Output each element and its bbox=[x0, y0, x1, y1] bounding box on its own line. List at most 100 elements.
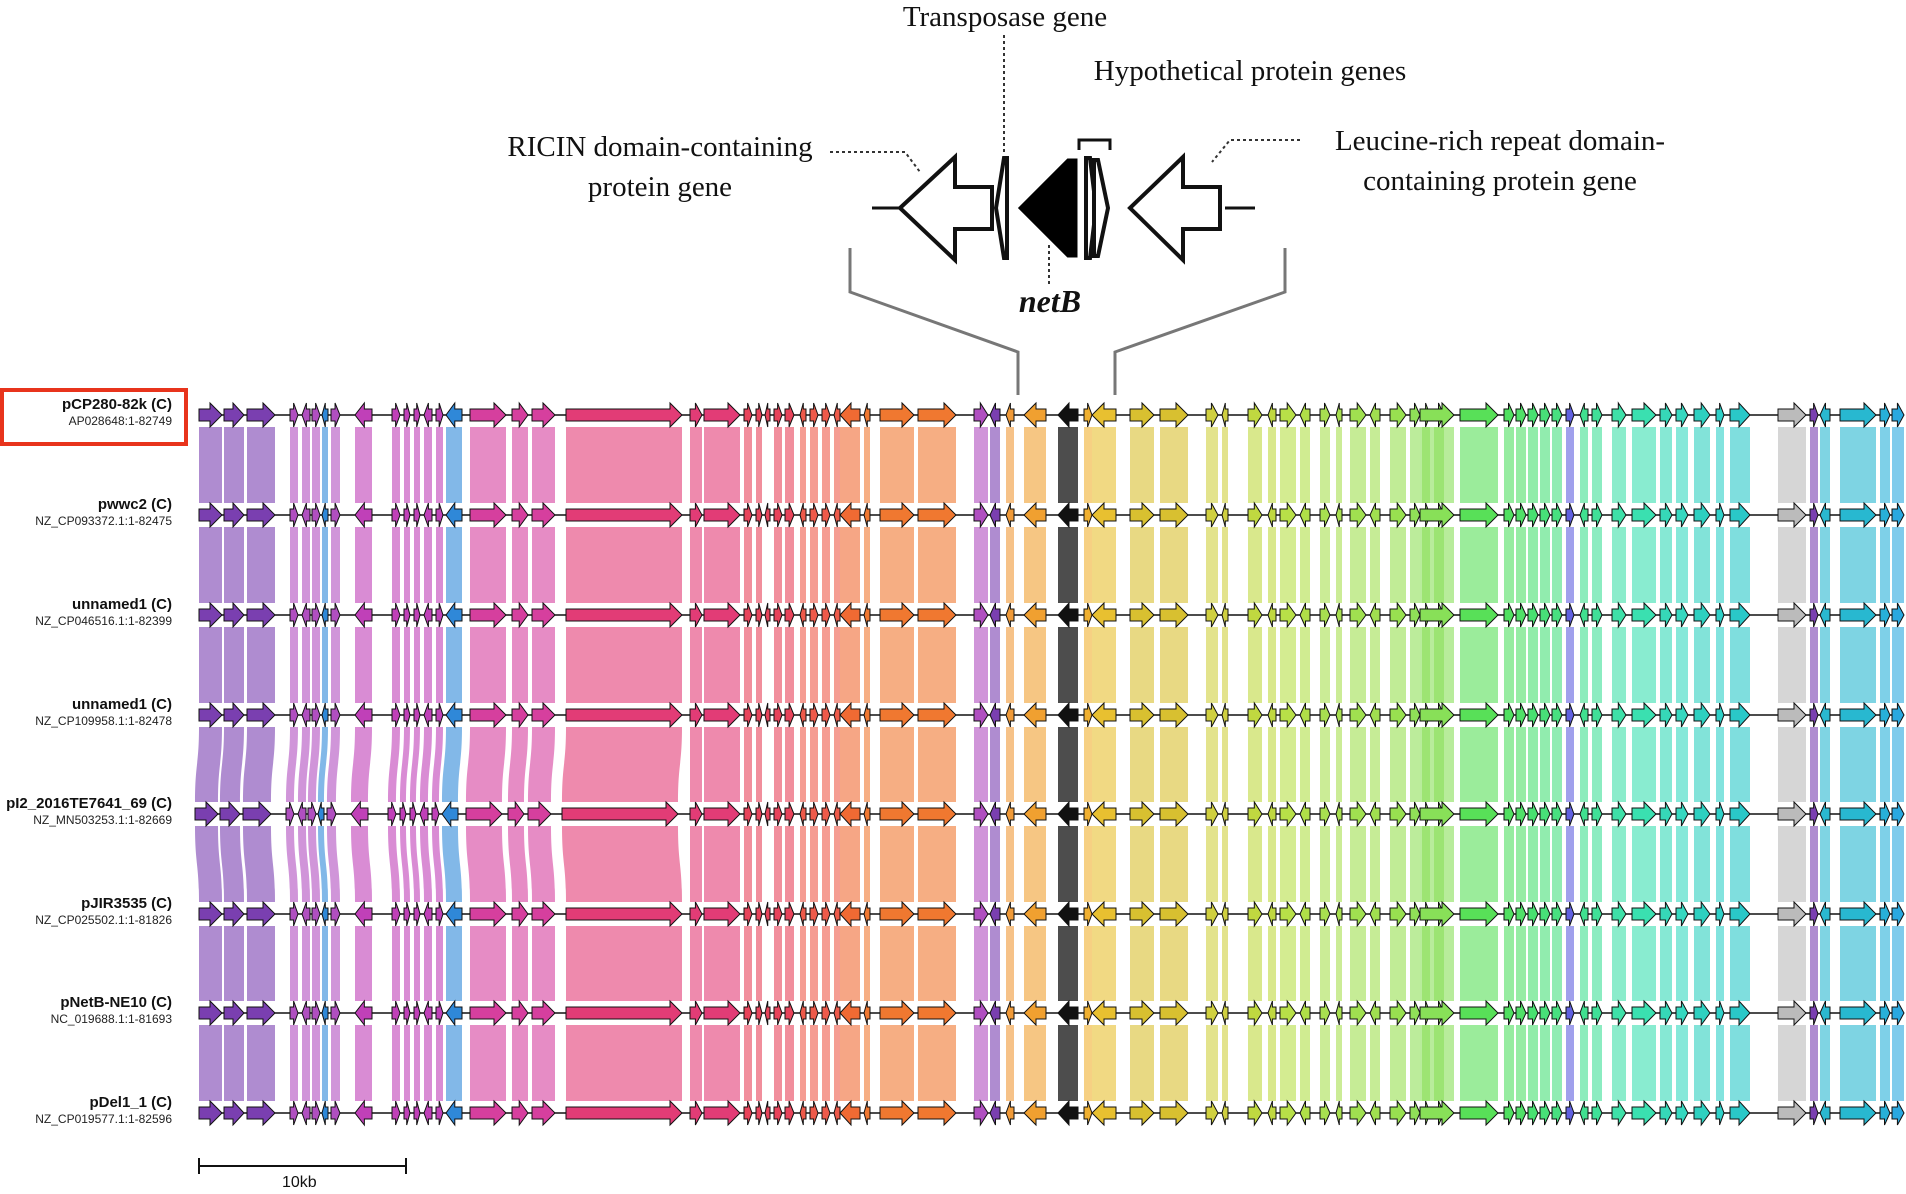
netb-label: netB bbox=[1018, 283, 1082, 319]
gene-arrow bbox=[1879, 402, 1891, 428]
gene-arrow bbox=[246, 999, 276, 1027]
gene-arrow bbox=[689, 1100, 703, 1126]
gene-arrow bbox=[1129, 701, 1155, 729]
homology-band bbox=[566, 1025, 682, 1101]
gene-arrow bbox=[1267, 502, 1277, 528]
homology-band bbox=[744, 1025, 752, 1101]
gene-arrow bbox=[1527, 702, 1539, 728]
homology-band bbox=[1370, 427, 1380, 503]
transposase-label: Transposase gene bbox=[902, 1, 1108, 33]
gene-arrow bbox=[1419, 401, 1455, 429]
homology-band bbox=[1160, 1025, 1188, 1101]
homology-band bbox=[432, 727, 443, 802]
gene-arrow bbox=[223, 701, 245, 729]
gene-arrow bbox=[1083, 602, 1093, 628]
gene-arrow bbox=[321, 602, 329, 628]
homology-band bbox=[308, 826, 320, 902]
gene-arrow bbox=[1891, 602, 1905, 628]
gene-arrow bbox=[311, 901, 321, 927]
gene-arrow bbox=[219, 800, 241, 828]
gene-arrow bbox=[469, 701, 507, 729]
homology-band bbox=[704, 727, 740, 802]
gene-arrow bbox=[1611, 800, 1627, 828]
homology-band bbox=[1820, 527, 1830, 603]
sequence-label-4: unnamed1 (C)NZ_CP109958.1:1-82478 bbox=[35, 696, 172, 728]
gene-arrow bbox=[1369, 901, 1381, 927]
gene-arrow bbox=[973, 900, 989, 928]
homology-band bbox=[247, 627, 275, 703]
gene-arrow bbox=[1631, 800, 1657, 828]
homology-band bbox=[1320, 1025, 1330, 1101]
gene-arrow bbox=[285, 801, 295, 827]
zoom-bracket-right bbox=[1113, 248, 1287, 395]
gene-arrow bbox=[1129, 999, 1155, 1027]
gene-arrow bbox=[246, 900, 276, 928]
homology-band bbox=[974, 427, 988, 503]
homology-band bbox=[785, 826, 794, 902]
homology-band bbox=[690, 1025, 702, 1101]
homology-band bbox=[1222, 727, 1228, 802]
gene-arrow bbox=[469, 601, 507, 629]
gene-arrow bbox=[1539, 502, 1551, 528]
homology-band bbox=[312, 527, 320, 603]
homology-band bbox=[290, 926, 298, 1001]
gene-arrow bbox=[1159, 601, 1189, 629]
homology-band bbox=[355, 527, 372, 603]
homology-band bbox=[744, 427, 752, 503]
gene-arrow bbox=[289, 602, 299, 628]
gene-arrow bbox=[784, 402, 795, 428]
homology-band bbox=[566, 427, 682, 503]
gene-arrow bbox=[1611, 701, 1627, 729]
homology-band bbox=[243, 727, 275, 802]
gene-arrow bbox=[1515, 602, 1527, 628]
homology-band bbox=[1280, 1025, 1296, 1101]
gene-arrow bbox=[391, 1100, 401, 1126]
homology-band bbox=[355, 926, 372, 1001]
gene-arrow bbox=[1631, 701, 1657, 729]
gene-arrow bbox=[809, 602, 819, 628]
gene-arrow bbox=[1083, 801, 1093, 827]
gene-arrow bbox=[1579, 602, 1589, 628]
gene-arrow bbox=[1527, 602, 1539, 628]
gene-arrow bbox=[1809, 901, 1819, 927]
gene-arrow bbox=[1729, 401, 1751, 429]
gene-arrow bbox=[1083, 702, 1093, 728]
gene-arrow bbox=[1551, 801, 1563, 827]
homology-band bbox=[1580, 826, 1588, 902]
homology-band bbox=[1130, 427, 1154, 503]
gene-arrow bbox=[1267, 901, 1277, 927]
homology-band bbox=[566, 926, 682, 1001]
gene-arrow bbox=[773, 1100, 783, 1126]
homology-band bbox=[1006, 826, 1014, 902]
gene-arrow bbox=[773, 502, 783, 528]
gene-arrow bbox=[1459, 401, 1499, 429]
homology-band bbox=[312, 427, 320, 503]
homology-band bbox=[1206, 926, 1218, 1001]
homology-band bbox=[1552, 527, 1562, 603]
gene-arrow bbox=[703, 401, 741, 429]
gene-arrow bbox=[1335, 1100, 1343, 1126]
gene-arrow bbox=[1299, 502, 1311, 528]
gene-arrow bbox=[330, 702, 341, 728]
gene-arrow bbox=[1891, 801, 1905, 827]
gene-arrow bbox=[1715, 702, 1725, 728]
gene-arrow bbox=[743, 602, 753, 628]
gene-arrow bbox=[1579, 901, 1589, 927]
homology-band bbox=[690, 427, 702, 503]
homology-band bbox=[1320, 527, 1330, 603]
gene-arrow bbox=[1551, 602, 1563, 628]
homology-band bbox=[1592, 627, 1602, 703]
gene-arrow bbox=[809, 702, 819, 728]
gene-arrow bbox=[1809, 1100, 1819, 1126]
ricin-label-line1: RICIN domain-containing bbox=[507, 131, 813, 163]
homology-band bbox=[1552, 1025, 1562, 1101]
netb-gene-arrow bbox=[1017, 158, 1078, 258]
gene-arrow bbox=[531, 1099, 556, 1127]
gene-arrow bbox=[1023, 999, 1047, 1027]
gene-arrow bbox=[809, 1000, 819, 1026]
gene-arrow bbox=[511, 501, 529, 529]
gene-arrow bbox=[773, 901, 783, 927]
homology-band bbox=[1730, 627, 1750, 703]
gene-arrow bbox=[1693, 999, 1711, 1027]
netb-gene-arrow-small bbox=[1057, 501, 1079, 529]
